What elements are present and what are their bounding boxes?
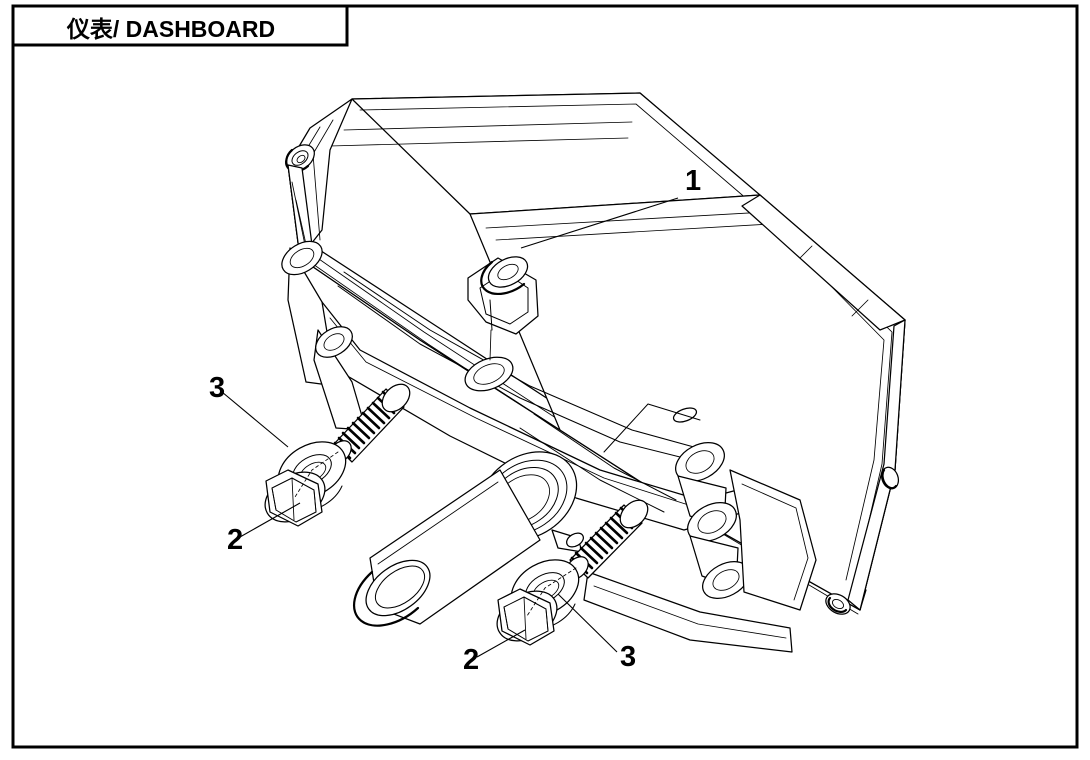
- callout-1[interactable]: 1: [520, 165, 701, 249]
- bracket-rib-b: [533, 413, 677, 501]
- title-block: 仪表/ DASHBOARD: [11, 4, 349, 47]
- callout-2-upper-leader: [239, 502, 301, 538]
- cylinder-barrel-line: [377, 481, 499, 565]
- page-frame: [11, 4, 1079, 749]
- callout-3-upper-label: 3: [209, 372, 225, 404]
- bracket-center-hole: [464, 329, 514, 392]
- rear-bracket-assembly: [281, 240, 817, 653]
- housing-boss-upper-left: [285, 144, 315, 172]
- bracket-left-pillar-lower-bore: [323, 333, 345, 351]
- bracket-lower-plate: [583, 571, 793, 653]
- callout-2-lower[interactable]: 2: [463, 629, 526, 676]
- callout-1-label: 1: [685, 165, 701, 197]
- callout-3-lower-leader: [557, 593, 618, 653]
- cylinder-mouth-inner: [374, 565, 426, 609]
- callout-1-leader: [520, 197, 679, 249]
- nut-upper: [264, 469, 326, 527]
- nut-lower: [496, 588, 558, 646]
- callout-3-upper-leader: [221, 391, 289, 448]
- callout-3-lower-label: 3: [620, 641, 636, 673]
- bolt-lower: [565, 499, 649, 580]
- lower-fastener-stack: [496, 499, 649, 646]
- callout-2-lower-leader: [476, 629, 526, 658]
- bracket-center-clip: [467, 256, 539, 335]
- bracket-right-wing-inner: [741, 483, 809, 601]
- bracket-arm-inner: [329, 317, 699, 509]
- callout-3-lower[interactable]: 3: [557, 593, 636, 673]
- bracket-lower-plate-line: [593, 585, 787, 639]
- connector-cylinder: [352, 451, 584, 627]
- bracket-strut-b: [343, 271, 713, 453]
- housing-top-strip-c: [329, 137, 629, 147]
- bracket-left-pillar-bore: [289, 247, 315, 269]
- bracket-rib-c: [603, 403, 701, 453]
- bracket-right-boss-group: [675, 442, 750, 599]
- cylinder-tail-tip: [566, 532, 584, 548]
- housing-face-offset-b: [495, 223, 885, 581]
- bracket-strut-a: [337, 285, 701, 463]
- upper-stack-axis: [294, 451, 339, 498]
- housing-top-strip-a: [359, 103, 749, 201]
- housing-top-strip-b: [343, 121, 633, 131]
- cylinder-mouth-shadow: [352, 570, 420, 627]
- lower-stack-axis: [526, 567, 577, 617]
- callout-2-upper[interactable]: 2: [227, 502, 301, 556]
- upper-fastener-stack: [264, 383, 411, 527]
- housing-facet-tick-2: [851, 299, 869, 317]
- callouts-layer: 1 3 2 2 3: [209, 165, 701, 676]
- bracket-left-pillar-lower-top: [315, 326, 353, 358]
- cylinder-mouth-outer: [365, 559, 431, 617]
- housing-boss-right-mid: [880, 466, 900, 490]
- bracket-right-wing: [729, 469, 817, 611]
- callout-2-lower-label: 2: [463, 644, 479, 676]
- housing-boss-bottom-right: [825, 593, 851, 615]
- callout-2-upper-label: 2: [227, 524, 243, 556]
- title-block-label: 仪表/ DASHBOARD: [66, 16, 275, 42]
- callout-3-upper[interactable]: 3: [209, 372, 289, 448]
- housing-facet-tick: [799, 245, 813, 259]
- housing-right-corner-facet: [741, 194, 906, 331]
